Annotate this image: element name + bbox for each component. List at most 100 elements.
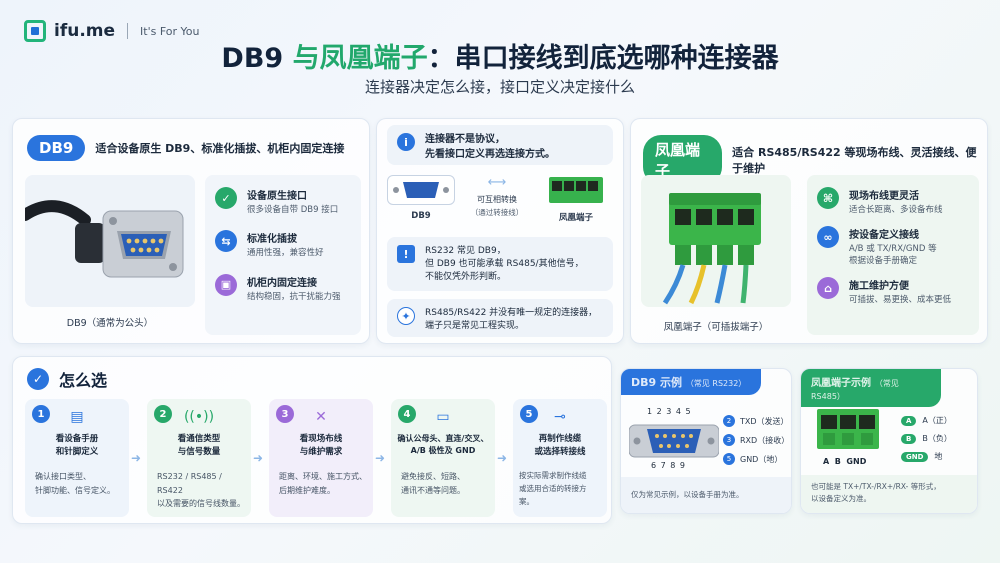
step-number: 4 xyxy=(398,405,416,423)
brand-name: ifu.me xyxy=(54,21,116,41)
db9-image-box xyxy=(19,175,195,307)
divider xyxy=(127,23,129,39)
feature-desc: 适合长距离、多设备布线 xyxy=(849,205,943,215)
tip-note: ✦ RS485/RS422 并没有唯一规定的连接器， 端子只是常见工程实现。 xyxy=(387,299,613,337)
phoenix-sample-note: 也可能是 TX+/TX-/RX+/RX- 等形式， 以设备定义为准。 xyxy=(801,475,977,513)
feature-desc: 可插拔、易更换、成本更低 xyxy=(849,295,952,306)
db9-top-pin-numbers: 1 2 3 4 5 xyxy=(647,407,692,416)
warning-note: ! RS232 常见 DB9， 但 DB9 也可能承载 RS485/其他信号， … xyxy=(387,237,613,291)
phoenix-terminal-icon xyxy=(817,409,879,449)
note-line: 但 DB9 也可能承载 RS485/其他信号， xyxy=(425,259,584,270)
note-line: RS485/RS422 并没有唯一规定的连接器， xyxy=(425,308,598,318)
signal-label: RXD（接收） xyxy=(740,435,790,445)
arrow-right-icon: ➜ xyxy=(497,451,508,465)
db9-pinout-icon xyxy=(629,424,719,458)
db9-label: DB9 xyxy=(411,211,431,221)
step-desc: 避免接反、短路、 通讯不通等问题。 xyxy=(401,472,465,495)
arrow-right-icon: ➜ xyxy=(253,451,264,465)
lightbulb-icon: ✦ xyxy=(397,307,415,325)
convert-arrow: ⟷ 可互相转换 （通过转接线） xyxy=(463,175,531,218)
warning-icon: ! xyxy=(397,245,415,263)
page-subtitle: 连接器决定怎么接，接口定义决定接什么 xyxy=(364,78,635,96)
phoenix-sample-header: 凤凰端子示例 （常见 RS485） xyxy=(801,369,941,407)
feature-desc: A/B 或 TX/RX/GND 等 根据设备手册确定 xyxy=(849,244,937,266)
note-line: 以设备定义为准。 xyxy=(811,494,871,503)
feature-item: ▣ 机柜内固定连接结构稳固，抗干扰能力强 xyxy=(215,273,351,303)
signal-row: B B（负） xyxy=(901,433,952,444)
arrow-right-icon: ➜ xyxy=(375,451,386,465)
feature-title: 按设备定义接线 xyxy=(849,230,919,242)
db9-card: DB9 适合设备原生 DB9、标准化插拔、机柜内固定连接 DB9（通常为公头） … xyxy=(12,118,370,344)
check-circle-icon: ✓ xyxy=(27,368,49,390)
phoenix-terminal-image xyxy=(662,193,761,305)
sample-subtitle: （常见 RS485） xyxy=(811,379,899,401)
plug-icon: ⇆ xyxy=(215,230,237,253)
phoenix-heading: 适合 RS485/RS422 等现场布线、灵活接线、便于维护 xyxy=(732,146,977,175)
step-card-1: 1 ▤ 看设备手册 和针脚定义 确认接口类型、 针脚功能、信号定义。 xyxy=(25,399,129,517)
db9-mini-image xyxy=(387,175,455,205)
cabinet-icon: ▣ xyxy=(215,273,237,296)
feature-item: ✓ 设备原生接口很多设备自带 DB9 接口 xyxy=(215,187,351,216)
convert-sublabel: （通过转接线） xyxy=(470,208,524,217)
feature-item: ⇆ 标准化插拔通用性强，兼容性好 xyxy=(215,230,351,259)
db9-card-header: DB9 适合设备原生 DB9、标准化插拔、机柜内固定连接 xyxy=(27,135,344,161)
double-arrow-icon: ⟷ xyxy=(487,175,507,190)
signal-label: A（正） xyxy=(922,416,952,425)
feature-desc: 通用性强，兼容性好 xyxy=(247,248,324,259)
sample-title: 凤凰端子示例 xyxy=(811,378,871,389)
note-line: RS232 常见 DB9， xyxy=(425,246,506,256)
how-to-choose-card: ✓ 怎么选 1 ▤ 看设备手册 和针脚定义 确认接口类型、 针脚功能、信号定义。… xyxy=(12,356,612,524)
db9-sample-note: 仅为常见示例，以设备手册为准。 xyxy=(621,477,791,513)
step-title: 确认公母头、直连/交叉、 A/B 极性及 GND xyxy=(397,434,489,455)
protocol-note: i 连接器不是协议， 先看接口定义再选连接方式。 xyxy=(387,125,613,165)
link-icon: ∞ xyxy=(817,226,839,249)
logo-icon xyxy=(24,20,46,42)
step-title: 看设备手册 和针脚定义 xyxy=(55,434,99,457)
title-part-rest: ：串口接线到底选哪种连接器 xyxy=(427,43,779,74)
db9-mini-icon xyxy=(393,182,449,198)
info-icon: i xyxy=(397,133,415,151)
phoenix-label: 凤凰端子 xyxy=(558,213,593,223)
step-card-5: 5 ⊸ 再制作线缆 或选择转接线 按实际需求制作线缆 或选用合适的转接方案。 xyxy=(513,399,607,517)
pin-badge: 5 xyxy=(723,453,735,465)
step-number: 5 xyxy=(520,405,538,423)
step-desc: 按实际需求制作线缆 或选用合适的转接方案。 xyxy=(519,471,587,506)
feature-item: ⌘ 现场布线更灵活适合长距离、多设备布线 xyxy=(817,187,969,216)
tools-icon: ✕ xyxy=(315,409,327,425)
note-line: 先看接口定义再选连接方式。 xyxy=(425,148,555,160)
feature-desc: 结构稳固，抗干扰能力强 xyxy=(247,291,341,302)
terminal-badge: B xyxy=(901,433,917,444)
phoenix-mini-image xyxy=(541,173,611,207)
step-number: 1 xyxy=(32,405,50,423)
step-number: 3 xyxy=(276,405,294,423)
brand-logo[interactable]: ifu.me It's For You xyxy=(24,20,199,42)
middle-card: i 连接器不是协议， 先看接口定义再选连接方式。 DB9 ⟷ 可互相转换 （通过… xyxy=(376,118,624,344)
db9-feature-list: ✓ 设备原生接口很多设备自带 DB9 接口 ⇆ 标准化插拔通用性强，兼容性好 ▣… xyxy=(205,175,361,335)
document-icon: ▤ xyxy=(70,409,84,425)
feature-title: 施工维护方便 xyxy=(849,281,909,293)
signal-label: B（负） xyxy=(922,434,952,443)
phoenix-mini-icon xyxy=(549,177,603,203)
convert-label: 可互相转换 xyxy=(477,195,517,204)
step-card-2: 2 ((•)) 看通信类型 与信号数量 RS232 / RS485 / RS42… xyxy=(147,399,251,517)
step-title: 看现场布线 与维护需求 xyxy=(299,434,343,457)
step-desc: RS232 / RS485 / RS422 以及需要的信号线数量。 xyxy=(157,472,245,509)
db9-connector-image xyxy=(19,200,184,278)
feature-title: 现场布线更灵活 xyxy=(849,191,919,202)
feature-title: 标准化插拔 xyxy=(247,234,297,246)
db9-caption: DB9（通常为公头） xyxy=(66,318,154,329)
terminal-labels: A B GND xyxy=(823,457,867,466)
step-card-3: 3 ✕ 看现场布线 与维护需求 距离、环境、施工方式、 后期维护难度。 xyxy=(269,399,373,517)
how-to-title: 怎么选 xyxy=(59,371,108,390)
terminal-badge: GND xyxy=(901,451,929,462)
pin-badge: 2 xyxy=(723,415,735,427)
step-number: 2 xyxy=(154,405,172,423)
